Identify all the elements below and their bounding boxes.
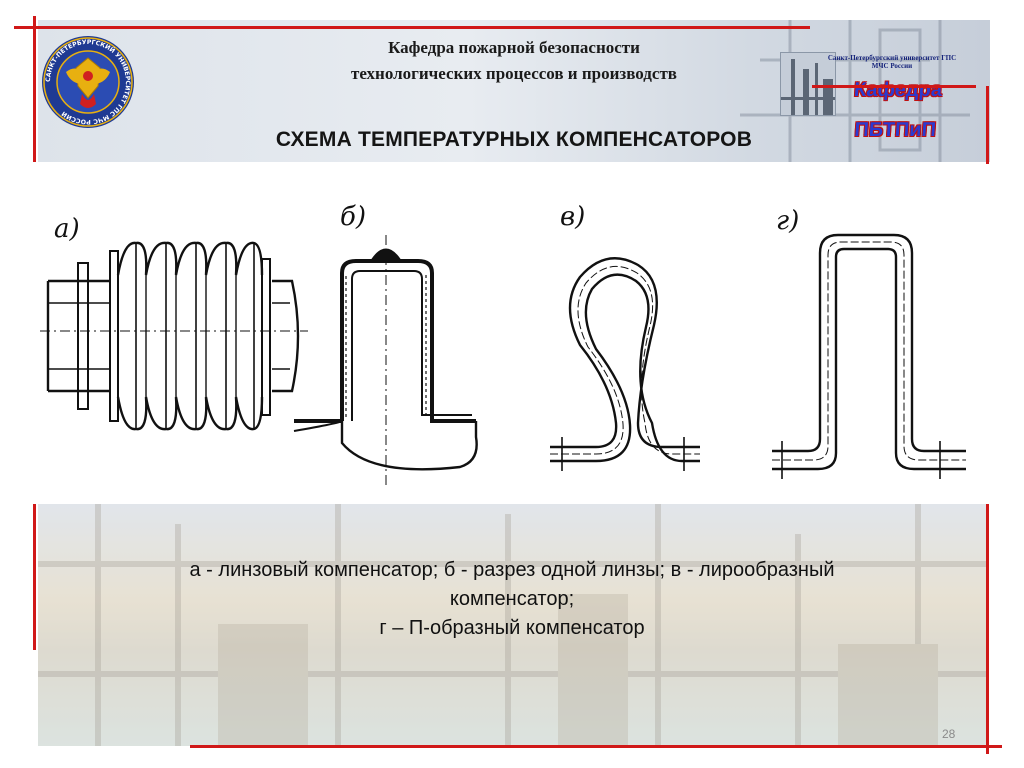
logo-university-text: Санкт-Петербургский университет ГПС МЧС … xyxy=(827,54,957,70)
slide-title: СХЕМА ТЕМПЕРАТУРНЫХ КОМПЕНСАТОРОВ xyxy=(275,128,753,151)
refinery-icon xyxy=(781,53,835,115)
label-g: г) xyxy=(776,206,799,236)
u-shaped-compensator-drawing xyxy=(772,233,966,479)
label-a: а) xyxy=(54,214,80,244)
caption-line3: г – П-образный компенсатор xyxy=(379,617,645,639)
department-logo: Санкт-Петербургский университет ГПС МЧС … xyxy=(780,52,960,141)
caption-line2: компенсатор; xyxy=(449,588,575,610)
lens-compensator-drawing xyxy=(40,241,308,431)
department-name-line1: Кафедра пожарной безопасности xyxy=(388,38,640,57)
compensators-figure: а) б) в) г) xyxy=(40,202,966,485)
frame-line-left-top xyxy=(33,16,36,162)
logo-department-text: Кафедра ПБТПиП xyxy=(853,79,943,141)
caption-line1: а - линзовый компенсатор; б - разрез одн… xyxy=(189,559,835,581)
label-v: в) xyxy=(560,202,585,232)
page-number: 28 xyxy=(942,727,956,741)
industrial-background-icon xyxy=(38,504,986,746)
frame-line-right-header xyxy=(812,85,976,88)
frame-line-top xyxy=(14,26,810,29)
frame-line-right-top xyxy=(986,86,989,164)
frame-line-bottom xyxy=(190,745,1002,748)
figure-caption: а - линзовый компенсатор; б - разрез одн… xyxy=(78,556,946,643)
university-emblem-icon: САНКТ-ПЕТЕРБУРГСКИЙ УНИВЕРСИТЕТ ГПС МЧС … xyxy=(42,36,134,128)
department-name-line2: технологических процессов и производств xyxy=(351,64,677,83)
lyre-compensator-drawing xyxy=(550,257,700,471)
lens-section-drawing xyxy=(293,235,478,485)
frame-line-right-bottom xyxy=(986,504,989,754)
caption-panel: а - линзовый компенсатор; б - разрез одн… xyxy=(38,504,986,746)
frame-line-left-bottom xyxy=(33,504,36,650)
label-b: б) xyxy=(340,202,366,232)
logo-photo xyxy=(780,52,836,116)
